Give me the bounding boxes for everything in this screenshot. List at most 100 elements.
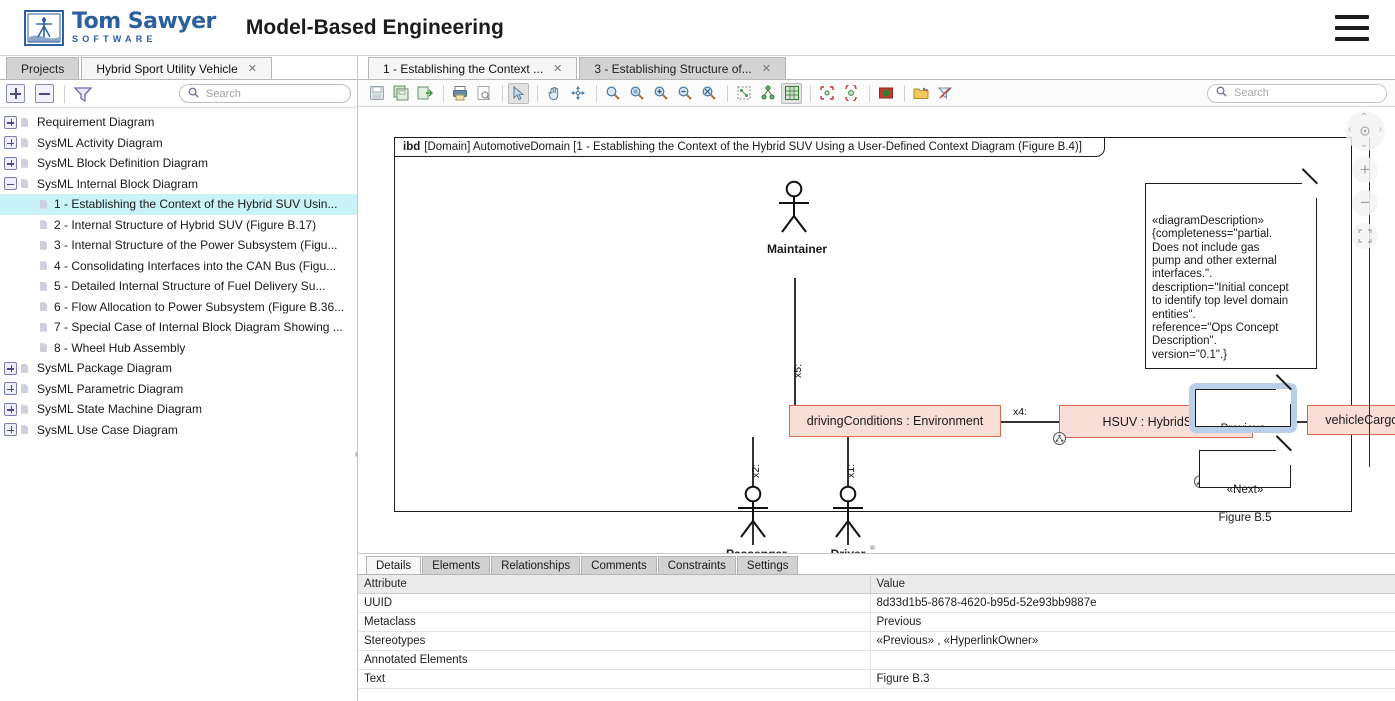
tree-item[interactable]: 8 - Wheel Hub Assembly (0, 338, 357, 359)
document-icon (40, 343, 47, 353)
neighbors-icon[interactable] (875, 83, 896, 104)
tree-item[interactable]: Requirement Diagram (0, 112, 357, 133)
nav-up-icon[interactable]: ⌃ (1360, 112, 1369, 123)
tree-item[interactable]: SysML Internal Block Diagram (0, 174, 357, 195)
tree-item-label: 2 - Internal Structure of Hybrid SUV (Fi… (54, 217, 317, 232)
hamburger-icon[interactable] (1335, 14, 1369, 41)
zoom-out-button[interactable]: − (1352, 190, 1378, 216)
zoom-in-icon[interactable] (650, 83, 671, 104)
actor-driver[interactable]: Driver (821, 485, 875, 553)
tree-item[interactable]: SysML State Machine Diagram (0, 399, 357, 420)
close-icon[interactable]: ✕ (247, 62, 257, 75)
note-diagram-description[interactable]: «diagramDescription» {completeness="part… (1145, 183, 1317, 369)
save-as-icon[interactable] (390, 83, 411, 104)
tree-search-box[interactable] (179, 84, 351, 103)
actor-maintainer[interactable]: Maintainer (767, 180, 827, 256)
table-row[interactable]: Stereotypes«Previous» , «HyperlinkOwner» (358, 631, 1395, 651)
tree-item[interactable]: 7 - Special Case of Internal Block Diagr… (0, 317, 357, 338)
tree-item[interactable]: 1 - Establishing the Context of the Hybr… (0, 194, 357, 215)
tab-details[interactable]: Details (366, 556, 422, 574)
fit-icon[interactable] (1352, 223, 1378, 249)
expand-nodes-icon[interactable] (816, 83, 837, 104)
block-driving-conditions[interactable]: drivingConditions : Environment (789, 405, 1001, 437)
close-icon[interactable]: ✕ (761, 62, 771, 75)
expand-icon[interactable] (4, 136, 17, 150)
tree-item[interactable]: 4 - Consolidating Interfaces into the CA… (0, 256, 357, 277)
funnel-icon[interactable] (73, 85, 93, 103)
expand-icon[interactable] (4, 361, 17, 375)
tab-establishing-structure-of[interactable]: 3 - Establishing Structure of... ✕ (579, 57, 786, 79)
tab-hybrid-sport-utility-vehicle[interactable]: Hybrid Sport Utility Vehicle ✕ (81, 57, 272, 79)
nav-right-icon[interactable]: › (1378, 124, 1382, 135)
tab-settings[interactable]: Settings (736, 556, 799, 574)
allocation-anchor-icon[interactable] (1053, 432, 1066, 445)
select-tool-icon[interactable] (508, 82, 529, 104)
print-icon[interactable] (449, 83, 470, 104)
tree-search-input[interactable] (204, 86, 342, 101)
tab-constraints[interactable]: Constraints (657, 556, 736, 574)
nav-down-icon[interactable]: ⌄ (1360, 139, 1369, 150)
zoom-in-button[interactable]: + (1352, 157, 1378, 183)
diagram-search-input[interactable] (1232, 86, 1378, 100)
expand-icon[interactable] (4, 402, 17, 416)
save-icon[interactable] (366, 83, 387, 104)
expand-icon[interactable] (4, 382, 17, 396)
edge-label-x4: x4: (1013, 406, 1028, 418)
tab-establishing-the-context[interactable]: 1 - Establishing the Context ... ✕ (368, 57, 578, 79)
open-folder-icon[interactable] (910, 83, 931, 104)
connector-maintainer[interactable] (794, 278, 796, 406)
collapse-nodes-icon[interactable] (840, 83, 861, 104)
tree-item[interactable]: SysML Parametric Diagram (0, 379, 357, 400)
cell-value: Figure B.3 (870, 669, 1395, 689)
expand-icon[interactable] (4, 115, 17, 129)
zoom-actual-size-icon[interactable] (698, 83, 719, 104)
actor-passenger[interactable]: Passenger (726, 485, 787, 553)
expand-icon[interactable] (4, 423, 17, 437)
expand-icon[interactable] (4, 156, 17, 170)
close-icon[interactable]: ✕ (553, 62, 563, 75)
zoom-selection-icon[interactable] (626, 83, 647, 104)
collapse-all-button[interactable] (35, 84, 54, 103)
tree-item[interactable]: SysML Package Diagram (0, 358, 357, 379)
note-previous-hyperlink[interactable]: «Previous» Figure B.3 (1189, 383, 1297, 463)
tree-item[interactable]: SysML Block Definition Diagram (0, 153, 357, 174)
tree-item[interactable]: 5 - Detailed Internal Structure of Fuel … (0, 276, 357, 297)
tab-comments[interactable]: Comments (581, 556, 657, 574)
diagram-search-box[interactable] (1207, 83, 1387, 103)
export-icon[interactable] (414, 83, 435, 104)
print-preview-icon[interactable] (473, 83, 494, 104)
layout-icon[interactable] (757, 83, 778, 104)
tree-item[interactable]: 6 - Flow Allocation to Power Subsystem (… (0, 297, 357, 318)
zoom-tool-icon[interactable] (602, 83, 623, 104)
tree-item[interactable]: 2 - Internal Structure of Hybrid SUV (Fi… (0, 215, 357, 236)
diagram-canvas[interactable]: ibd [Domain] AutomotiveDomain [1 - Estab… (358, 107, 1395, 553)
collapse-icon[interactable] (4, 177, 17, 191)
block-vehicle-cargo[interactable]: vehicleCargo : Baggage (1307, 405, 1395, 435)
clear-filter-icon[interactable] (934, 83, 955, 104)
tab-projects[interactable]: Projects (6, 57, 80, 79)
tab-relationships[interactable]: Relationships (491, 556, 581, 574)
move-tool-icon[interactable] (567, 83, 588, 104)
tree-item[interactable]: SysML Activity Diagram (0, 133, 357, 154)
panel-splitter-handle[interactable] (355, 452, 360, 457)
grid-layout-icon[interactable] (781, 82, 802, 104)
canvas-splitter-handle[interactable] (870, 545, 875, 550)
recenter-icon[interactable]: ⌃ ⌄ ‹ › (1345, 111, 1385, 151)
connector-driving-conditions[interactable] (1001, 421, 1059, 423)
note-next-hyperlink[interactable]: «Next» Figure B.5 (1199, 450, 1291, 524)
note-fold-corner (1276, 389, 1291, 404)
expand-all-button[interactable] (6, 84, 25, 103)
table-row[interactable]: Annotated Elements (358, 650, 1395, 670)
tree-item[interactable]: 3 - Internal Structure of the Power Subs… (0, 235, 357, 256)
tree-item[interactable]: SysML Use Case Diagram (0, 420, 357, 441)
zoom-out-icon[interactable] (674, 83, 695, 104)
nav-left-icon[interactable]: ‹ (1348, 124, 1352, 135)
fit-to-window-icon[interactable] (733, 83, 754, 104)
pan-tool-icon[interactable] (543, 83, 564, 104)
tab-elements[interactable]: Elements (422, 556, 491, 574)
